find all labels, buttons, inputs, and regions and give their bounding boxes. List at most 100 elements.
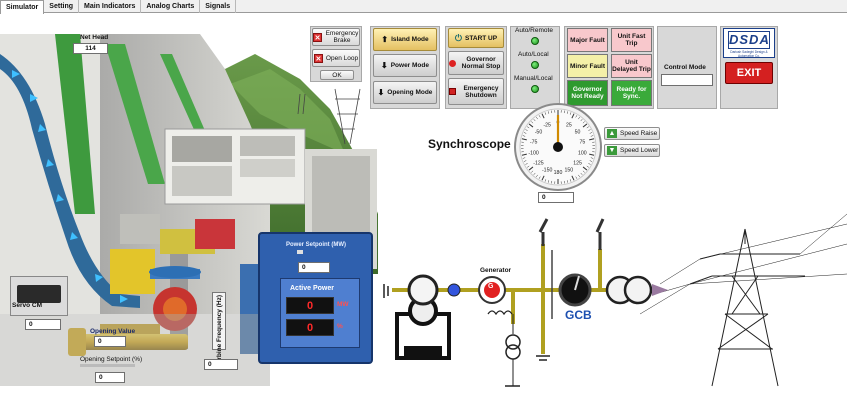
synchroscope-value: 0 [538, 192, 574, 203]
synchroscope-tick [533, 118, 536, 122]
synchroscope-tick-label: -125 [533, 161, 543, 167]
synchroscope-tick-label: 125 [573, 161, 582, 167]
exit-button[interactable]: EXIT [725, 62, 773, 84]
speed-lower-label: Speed Lower [620, 147, 659, 154]
speed-raise-label: Speed Raise [620, 130, 658, 137]
synchroscope-tick-label: 75 [579, 139, 585, 145]
synchroscope-tick [547, 180, 550, 183]
synchroscope-tick [541, 175, 545, 181]
synchroscope-tick [522, 135, 526, 137]
synchroscope-tick [531, 121, 534, 124]
auto-local-label: Auto/Local [518, 51, 549, 58]
synchroscope-tick [538, 176, 541, 179]
opening-value-label: Opening Value [90, 328, 136, 335]
synchroscope-tick [582, 170, 585, 173]
emergency-brake-button[interactable]: ✕ Emergency Brake [312, 28, 360, 46]
tab-bar: Simulator Setting Main Indicators Analog… [0, 0, 847, 14]
synchroscope-tick [580, 118, 583, 122]
tab-setting[interactable]: Setting [44, 0, 80, 13]
opening-mode-label: Opening Mode [387, 89, 433, 96]
auto-local-led [531, 61, 539, 69]
synchroscope-tick [589, 160, 593, 162]
synchroscope-tick [578, 116, 580, 120]
synchroscope-tick [521, 153, 527, 156]
tab-signals[interactable]: Signals [200, 0, 237, 13]
power-mode-label: Power Mode [390, 62, 429, 69]
synchroscope-tick [544, 179, 547, 182]
synchroscope-tick-label: -25 [543, 122, 551, 128]
synchroscope-tick-label: 100 [578, 151, 587, 157]
power-setpoint-input[interactable]: 0 [298, 262, 330, 273]
tab-analog-charts[interactable]: Analog Charts [141, 0, 201, 13]
governor-normal-stop-button[interactable]: Governor Normal Stop [448, 51, 504, 75]
synchroscope-tick [589, 138, 595, 141]
active-power-pct-unit: % [337, 323, 343, 330]
synchroscope-tick [526, 165, 530, 168]
tab-simulator[interactable]: Simulator [0, 0, 45, 14]
synchroscope-tick [590, 135, 594, 137]
stop-dot-icon [449, 59, 456, 67]
synchroscope-tick [528, 166, 534, 171]
major-fault-indicator: Major Fault [567, 28, 608, 52]
opening-mode-button[interactable]: ⬇ Opening Mode [373, 81, 437, 104]
opening-setpoint-input[interactable]: 0 [95, 372, 125, 383]
servo-value: 0 [25, 319, 61, 330]
synchroscope-tick [566, 180, 569, 183]
synchroscope-tick-label: -150 [542, 168, 552, 174]
synchroscope-tick [578, 174, 580, 178]
setpoint-slider[interactable] [297, 250, 303, 254]
servo-motor-graphic [17, 285, 61, 303]
synchroscope-tick [582, 121, 585, 124]
synchroscope-tick-label: 50 [575, 129, 581, 135]
manual-local-label: Manual/Local [514, 75, 553, 82]
active-power-mw-unit: MW [337, 301, 349, 308]
synchroscope-tick [521, 138, 527, 141]
synchroscope-tick [590, 157, 594, 159]
active-power-pct-value: 0 [286, 319, 334, 336]
brake-icon: ✕ [313, 32, 322, 42]
synchroscope-tick [544, 112, 547, 115]
synchroscope-tick [523, 160, 527, 162]
synchroscope-tick [522, 157, 526, 159]
synchroscope-tick [547, 111, 550, 114]
net-head-label: Net Head [80, 34, 109, 41]
arrow-up-icon: ▲ [607, 129, 617, 138]
synchroscope-tick-label: 150 [565, 168, 574, 174]
turbine-frequency-label: Turbine Frequency (Hz) [216, 295, 223, 368]
synchroscope-tick [582, 166, 588, 171]
power-mode-button[interactable]: ⬇ Power Mode [373, 54, 437, 77]
servo-label: Servo CM [12, 302, 42, 309]
open-loop-label: Open Loop [325, 54, 359, 62]
synchroscope-tick [536, 116, 538, 120]
unit-fast-trip-indicator: Unit Fast Trip [611, 28, 652, 52]
island-mode-label: Island Mode [391, 36, 429, 43]
synchroscope-tick [569, 112, 572, 115]
arrow-down-icon: ▼ [607, 146, 617, 155]
emergency-shutdown-button[interactable]: Emergency Shutdown [448, 78, 504, 105]
synchroscope-tick [582, 123, 588, 128]
start-up-button[interactable]: ⏻ START UP [448, 28, 504, 48]
synchroscope-tick [580, 172, 583, 176]
tab-main-indicators[interactable]: Main Indicators [79, 0, 142, 13]
synchroscope-tick [569, 179, 572, 182]
synchroscope-tick-label: -50 [535, 129, 543, 135]
synchroscope-tick [526, 126, 530, 129]
opening-setpoint-slider[interactable] [80, 364, 135, 367]
ready-for-sync-indicator: Ready for Sync. [611, 80, 652, 106]
unit-delayed-trip-indicator: Unit Delayed Trip [611, 54, 652, 78]
speed-lower-button[interactable]: ▼ Speed Lower [604, 144, 660, 157]
dsda-logo-subtitle: Dariush Sadeghi Design & Automation Co. [730, 50, 768, 58]
power-icon: ⏻ [454, 32, 463, 43]
synchroscope-tick [525, 163, 528, 165]
ok-button[interactable]: OK [320, 70, 354, 80]
synchroscope-tick [571, 175, 575, 181]
synchroscope-title: Synchroscope [428, 137, 511, 151]
control-mode-value [661, 74, 713, 86]
hydro-plant-scene [0, 34, 847, 387]
net-head-value: 114 [73, 43, 108, 54]
opening-value: 0 [94, 336, 126, 347]
active-power-mw-value: 0 [286, 297, 334, 314]
speed-raise-button[interactable]: ▲ Speed Raise [604, 127, 660, 140]
open-loop-button[interactable]: ✕ Open Loop [312, 49, 360, 67]
island-mode-button[interactable]: ⬆ Island Mode [373, 28, 437, 51]
